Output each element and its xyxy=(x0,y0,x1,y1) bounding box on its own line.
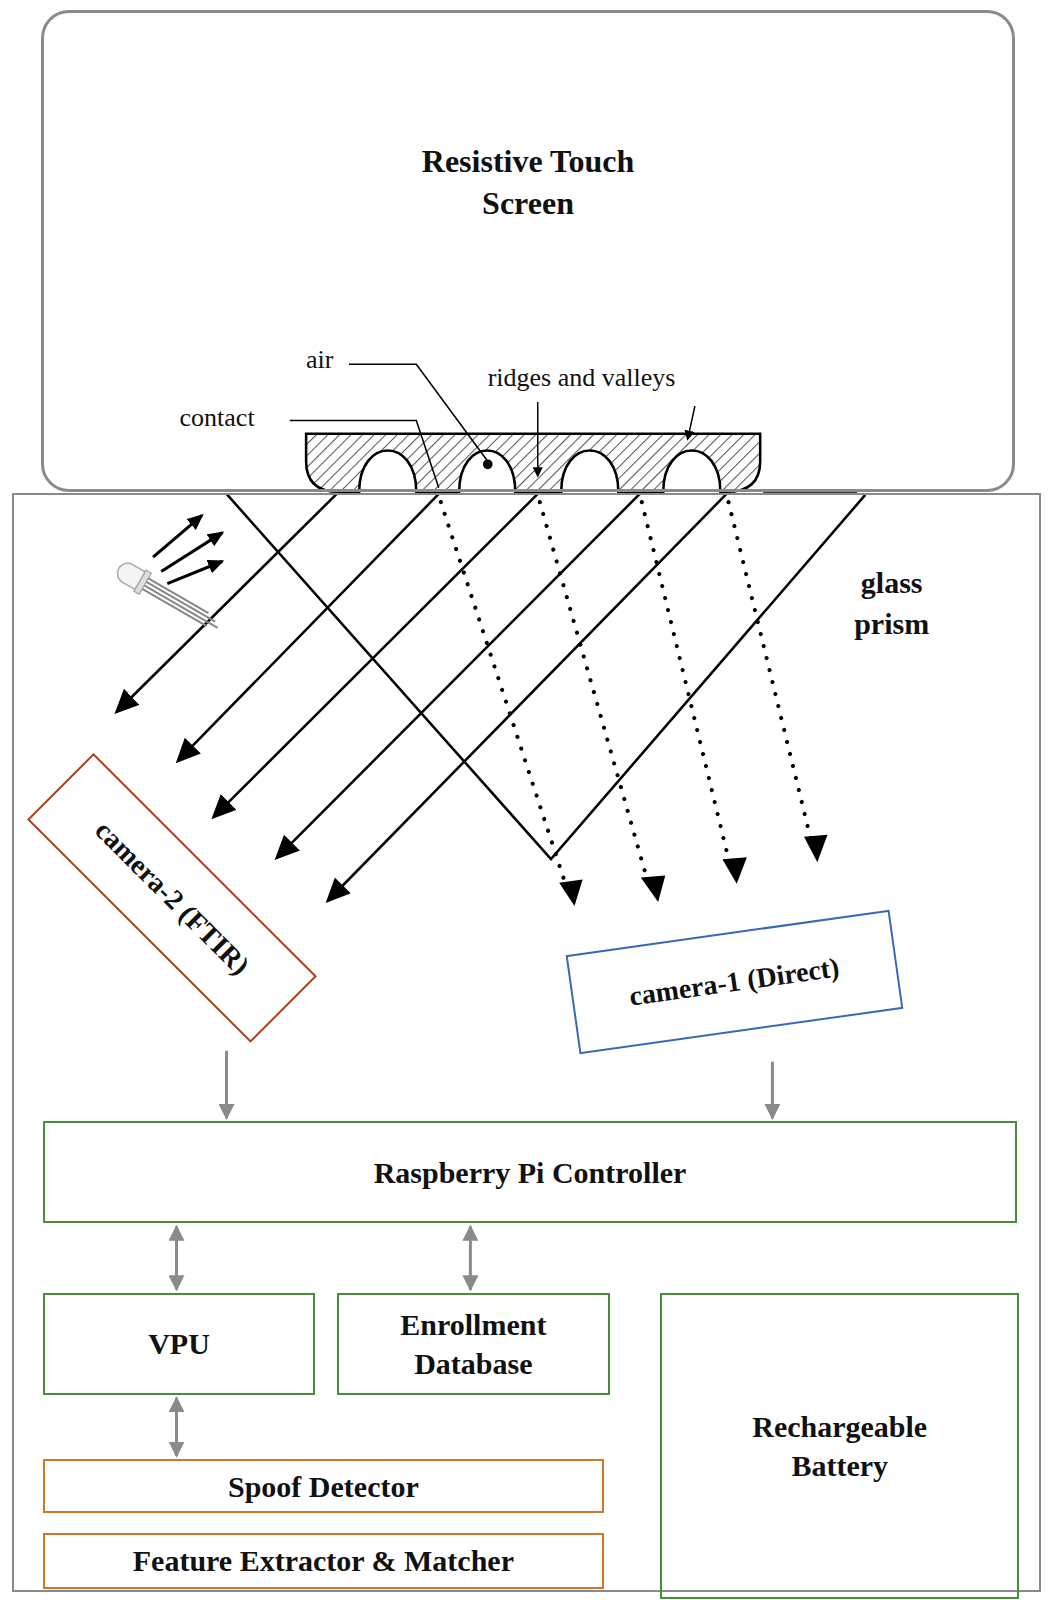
connector-arrow xyxy=(175,1398,178,1456)
connector-arrow xyxy=(175,1226,178,1289)
light-rays xyxy=(117,494,865,900)
finger-ridges xyxy=(306,434,760,492)
connector-arrow xyxy=(225,1051,228,1118)
node-label: Feature Extractor & Matcher xyxy=(133,1541,514,1580)
node-label: Resistive Touch Screen xyxy=(398,141,658,224)
node-label: Spoof Detector xyxy=(228,1467,419,1506)
node-label: Raspberry Pi Controller xyxy=(374,1153,687,1192)
connector-arrow xyxy=(469,1226,472,1289)
scattered-rays xyxy=(441,502,812,890)
glass-prism-housing: glass prism camera-2 (FTIR) camera-1 (Dire… xyxy=(12,493,1041,1592)
scattered-arrowheads xyxy=(559,835,827,906)
led-light-source xyxy=(113,558,225,637)
battery-box: Rechargeable Battery xyxy=(660,1293,1019,1599)
callout-label: ridges and valleys xyxy=(486,363,678,393)
matcher-box: Feature Extractor & Matcher xyxy=(43,1533,604,1589)
database-box: Enrollment Database xyxy=(337,1293,610,1395)
node-label: Enrollment Database xyxy=(353,1305,593,1383)
vpu-box: VPU xyxy=(43,1293,315,1395)
callout-label: air xyxy=(304,345,335,375)
controller-box: Raspberry Pi Controller xyxy=(43,1121,1017,1223)
ftir-camera-box: camera-2 (FTIR) xyxy=(27,753,317,1043)
connector-arrow xyxy=(771,1062,774,1119)
direct-camera-box: camera-1 (Direct) xyxy=(566,909,903,1053)
node-label: VPU xyxy=(148,1324,210,1363)
node-label: glass prism xyxy=(837,563,947,644)
callout-label: contact xyxy=(178,403,257,433)
node-label: camera-1 (Direct) xyxy=(627,949,842,1014)
node-label: Rechargeable Battery xyxy=(710,1407,970,1485)
node-label: camera-2 (FTIR) xyxy=(87,813,257,983)
led-emission-arrows xyxy=(153,515,222,583)
spoof-detector-box: Spoof Detector xyxy=(43,1459,604,1513)
